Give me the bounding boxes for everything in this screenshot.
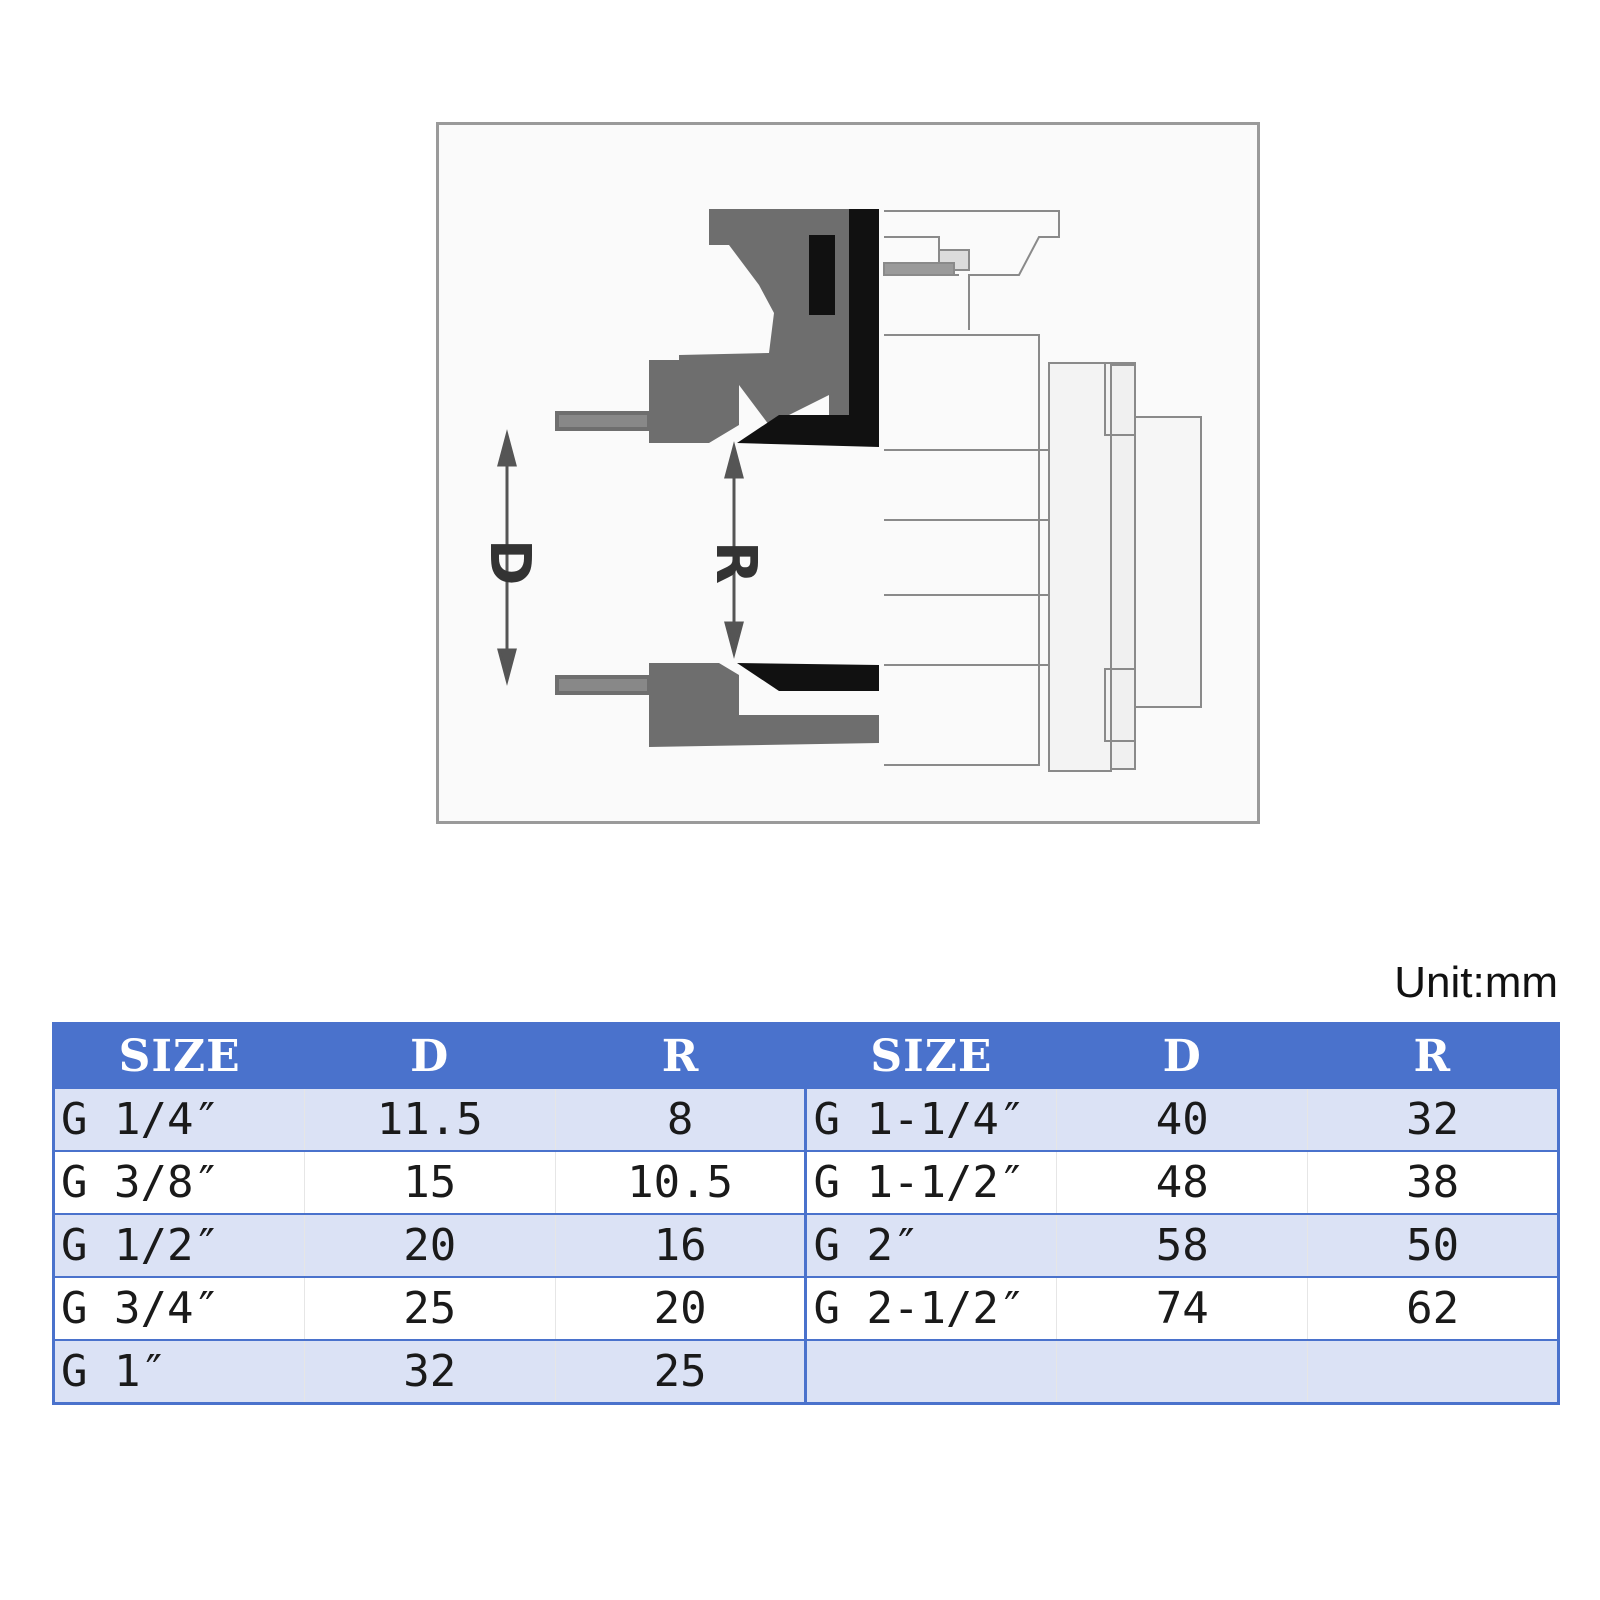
d-cell: 15 [303, 1150, 556, 1214]
size-spec-table: SIZE D R SIZE D R G 1/4″ 11.5 8 G 1-1/4″… [52, 1022, 1560, 1405]
r-cell [1307, 1339, 1559, 1404]
label-d: D [477, 539, 542, 585]
header-r: R [555, 1023, 806, 1088]
d-cell: 20 [303, 1213, 556, 1277]
seal-section [737, 209, 879, 691]
size-cell: G 1″ [53, 1339, 305, 1404]
d-cell: 74 [1056, 1276, 1308, 1340]
r-cell: 20 [554, 1276, 806, 1340]
size-cell: G 2″ [804, 1213, 1057, 1277]
d-cell: 48 [1056, 1150, 1308, 1214]
valve-drawing: D R [477, 209, 1202, 772]
r-cell: 25 [554, 1339, 806, 1404]
r-cell: 62 [1307, 1276, 1559, 1340]
d-cell: 25 [303, 1276, 556, 1340]
d-cell: 40 [1056, 1087, 1308, 1151]
size-cell: G 2-1/2″ [804, 1276, 1057, 1340]
r-cell: 10.5 [554, 1150, 806, 1214]
header-size: SIZE [53, 1023, 305, 1088]
label-r: R [703, 541, 768, 584]
size-cell: G 1/2″ [53, 1213, 305, 1277]
r-cell: 32 [1307, 1087, 1559, 1151]
r-cell: 38 [1307, 1150, 1559, 1214]
r-cell: 50 [1307, 1213, 1559, 1277]
r-cell: 16 [554, 1213, 806, 1277]
header-d: D [1056, 1023, 1308, 1088]
size-cell: G 1-1/2″ [804, 1150, 1057, 1214]
table-row: G 3/8″ 15 10.5 G 1-1/2″ 48 38 [53, 1150, 1559, 1214]
header-size: SIZE [805, 1023, 1057, 1088]
d-cell: 58 [1056, 1213, 1308, 1277]
d-cell: 32 [303, 1339, 556, 1404]
size-cell: G 1-1/4″ [804, 1087, 1057, 1151]
table-header-row: SIZE D R SIZE D R [53, 1023, 1559, 1088]
size-cell: G 1/4″ [53, 1087, 305, 1151]
table-row: G 1″ 32 25 [53, 1339, 1559, 1404]
d-cell [1056, 1339, 1308, 1404]
table-row: G 1/4″ 11.5 8 G 1-1/4″ 40 32 [53, 1087, 1559, 1151]
header-d: D [304, 1023, 556, 1088]
table-row: G 1/2″ 20 16 G 2″ 58 50 [53, 1213, 1559, 1277]
dimension-arrows [497, 429, 744, 686]
size-cell: G 3/8″ [53, 1150, 305, 1214]
r-cell: 8 [554, 1087, 806, 1151]
d-cell: 11.5 [303, 1087, 556, 1151]
thread-section [555, 411, 651, 695]
valve-body-outline [883, 210, 1202, 772]
header-r: R [1307, 1023, 1559, 1088]
valve-cross-section-diagram: D R [436, 122, 1260, 824]
table-row: G 3/4″ 25 20 G 2-1/2″ 74 62 [53, 1276, 1559, 1340]
size-cell [804, 1339, 1057, 1404]
size-cell: G 3/4″ [53, 1276, 305, 1340]
unit-label: Unit:mm [1394, 958, 1558, 1007]
